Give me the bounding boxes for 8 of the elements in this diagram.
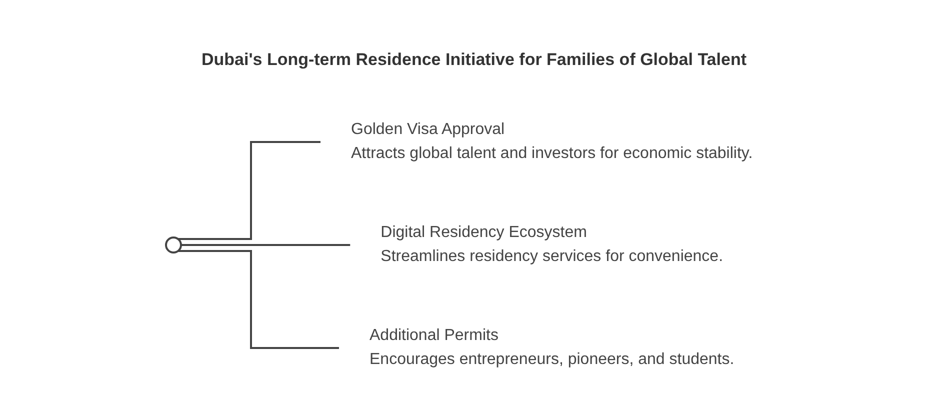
diagram-title: Dubai's Long-term Residence Initiative for Families of Global Talent xyxy=(200,50,748,70)
node-text: Golden Visa Approval Attracts global talent and investors for economic stability. xyxy=(350,121,752,162)
connector xyxy=(180,244,352,246)
node-circle xyxy=(164,236,182,254)
node-text: Additional Permits Encourages entrepreneurs, pioneers, and students. xyxy=(369,327,734,368)
connector xyxy=(178,141,322,240)
node-text: Digital Residency Ecosystem Streamlines residency services for convenience. xyxy=(380,224,723,265)
connector xyxy=(178,250,340,349)
